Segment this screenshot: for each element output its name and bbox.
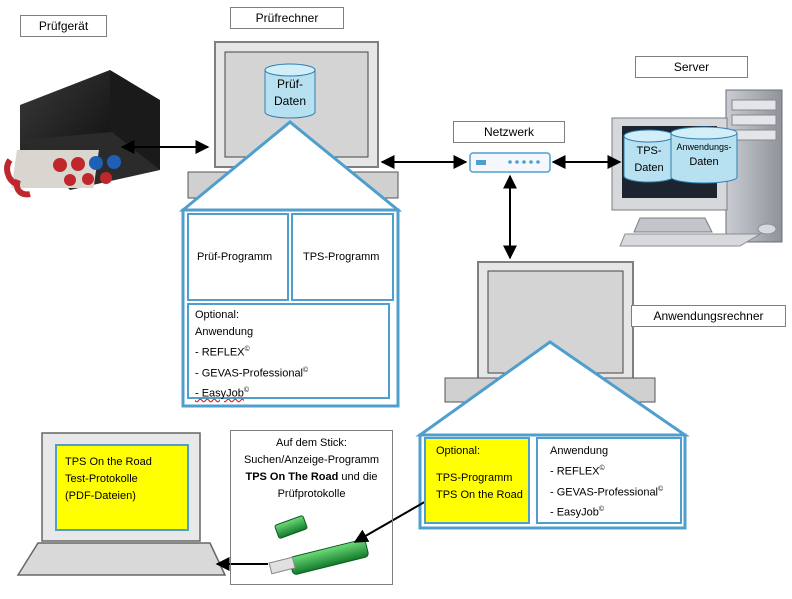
label-anwendungsrechner: Anwendungsrechner bbox=[631, 305, 786, 327]
database-icon bbox=[623, 126, 738, 184]
label-netzwerk: Netzwerk bbox=[453, 121, 565, 143]
case-icon bbox=[4, 70, 160, 198]
label-server: Server bbox=[635, 56, 748, 78]
usb-stick-icon bbox=[268, 515, 369, 575]
room-anwendung: Anwendung - REFLEX© - GEVAS-Professional… bbox=[536, 437, 682, 524]
arrow-app-stick bbox=[353, 499, 429, 543]
tps-daten-text: TPS- Daten bbox=[634, 145, 664, 174]
label-pruefrechner: Prüfrechner bbox=[230, 7, 344, 29]
room-pruef-programm: Prüf-Programm bbox=[187, 213, 289, 301]
database-icon bbox=[264, 63, 316, 119]
room-optional-tps: Optional: TPS-Programm TPS On the Road bbox=[424, 437, 530, 524]
room-tps-programm: TPS-Programm bbox=[291, 213, 394, 301]
stick-description: Auf dem Stick: Suchen/Anzeige-Programm T… bbox=[230, 430, 393, 585]
router-icon bbox=[469, 152, 551, 173]
pruef-daten-text: Prüf- Daten bbox=[273, 77, 307, 108]
laptop-screen: TPS On the Road Test-Protokolle (PDF-Dat… bbox=[55, 444, 189, 531]
anwendungs-daten-text: Anwendungs- Daten bbox=[676, 142, 732, 168]
label-pruefgeraet: Prüfgerät bbox=[20, 15, 107, 37]
room-optional-anwendung: Optional: Anwendung - REFLEX© - GEVAS-Pr… bbox=[187, 303, 390, 400]
